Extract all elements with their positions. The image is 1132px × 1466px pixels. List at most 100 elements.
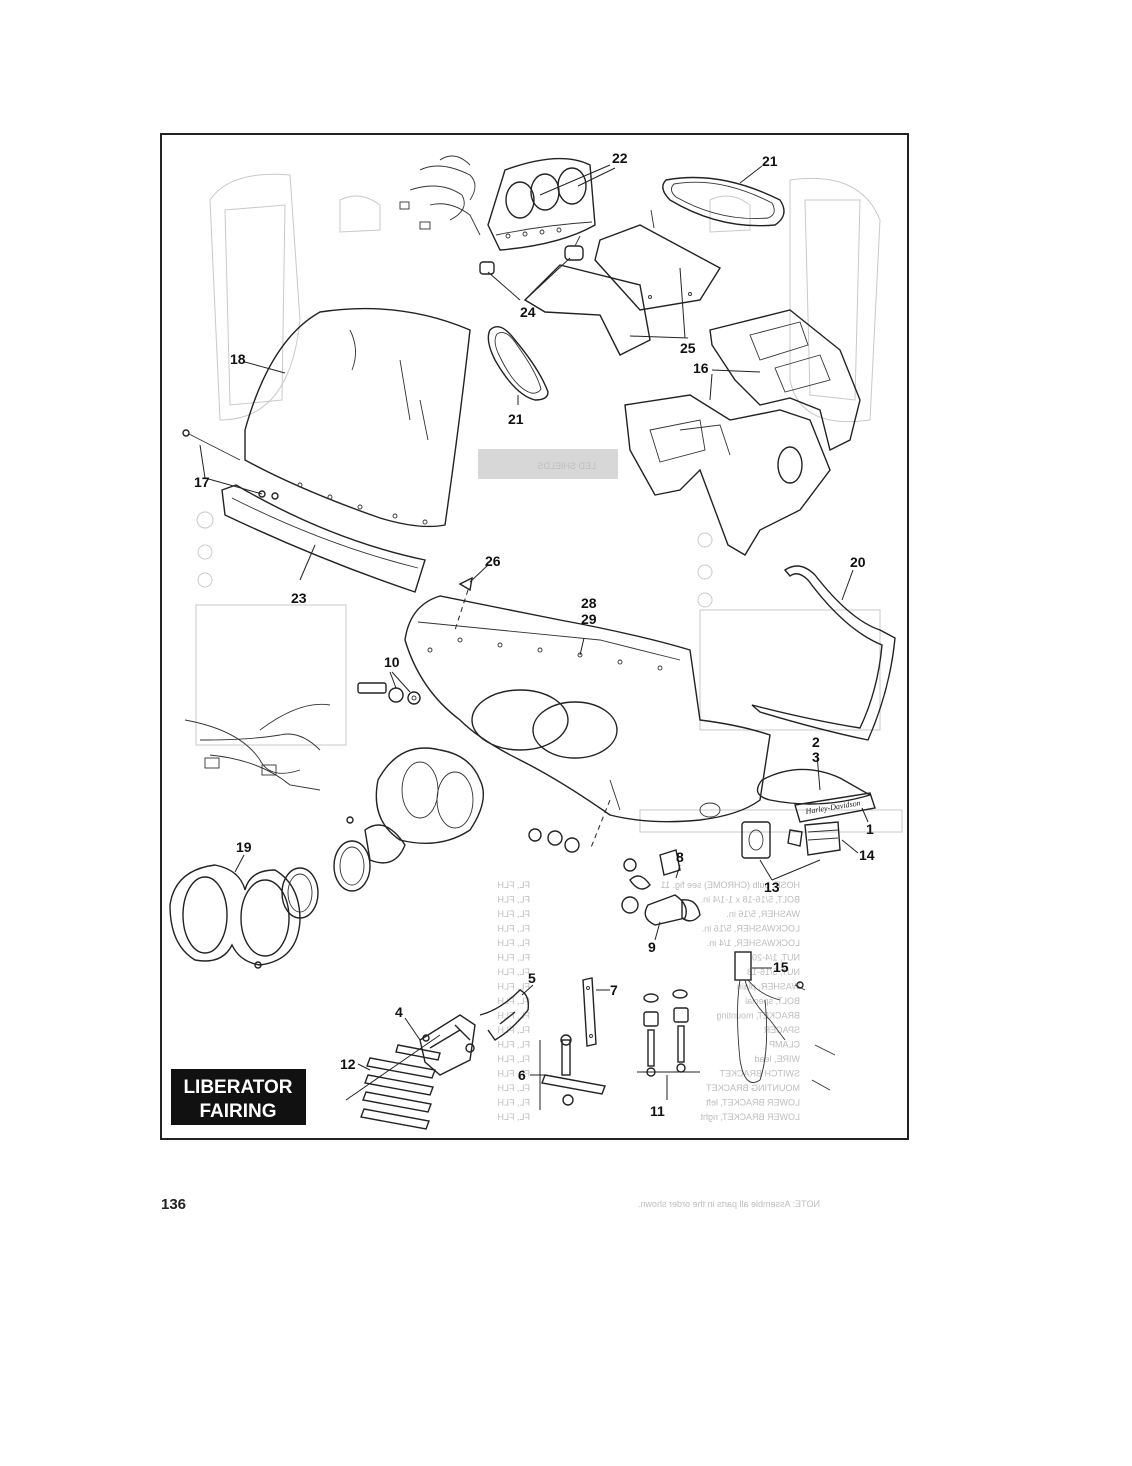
ghost-table-row: WASHER, 5/16 in. (726, 909, 800, 919)
mounting-bracket-part (419, 1014, 476, 1076)
u-bolt-part (479, 989, 530, 1041)
screw-fastener-part (182, 429, 279, 500)
callout-22: 22 (612, 150, 628, 166)
ghost-table-row: WASHER, plain (737, 982, 800, 992)
ghost-table-model: FL, FLH (497, 895, 530, 905)
small-hardware-centre (528, 799, 681, 890)
ghost-table-model: FL, FLH (497, 953, 530, 963)
callout-25: 25 (680, 340, 696, 356)
badge-line-1: LIBERATOR (183, 1077, 292, 1098)
ghost-table-row: NUT, 5/16-18 (747, 967, 800, 977)
ghost-footer-text: NOTE: Assemble all parts in the order sh… (638, 1199, 820, 1209)
ghost-table-model: FL, FLH (497, 1112, 530, 1122)
ghost-table-row: CLAMP (769, 1040, 800, 1050)
ghost-table-model: FL, FLH (497, 1098, 530, 1108)
ghost-table-model: FL, FLH (497, 909, 530, 919)
callout-16: 16 (693, 360, 709, 376)
trim-ring-lower (487, 326, 549, 401)
edge-molding-part (751, 565, 896, 741)
badge-line-2: FAIRING (199, 1101, 276, 1122)
callout-20: 20 (850, 554, 866, 570)
callout-18: 18 (230, 351, 246, 367)
ghost-table-model: FL, FLH (497, 1011, 530, 1021)
ghost-parts-table: HOSE, bulb (CHROME) see fig. 11 FL, FLH BO… (497, 880, 800, 1122)
ghost-table-row: LOWER BRACKET, right (700, 1112, 800, 1122)
callout-13: 13 (764, 879, 780, 895)
headlamp-trim-ring (169, 864, 301, 969)
liberator-fairing-badge: LIBERATOR FAIRING (171, 1069, 306, 1125)
callout-7: 7 (610, 982, 618, 998)
callout-15: 15 (773, 959, 789, 975)
clip-part (454, 576, 473, 631)
switch-clamp-part (621, 894, 701, 926)
ghost-table-model: FL, FLH (497, 996, 530, 1006)
callout-1: 1 (866, 821, 874, 837)
diagram-frame (160, 133, 909, 1140)
wiring-lead-part (734, 951, 836, 1091)
main-fairing-shell (404, 595, 771, 823)
page-number: 136 (161, 1196, 186, 1213)
windshield-part (244, 307, 471, 528)
ghost-table-row: LOCKWASHER, 1/4 in. (707, 938, 800, 948)
bleed-through-background: LED SHIELDS HOSE, bulb (CHROME) see fig.… (195, 173, 903, 1209)
callout-28: 28 (581, 595, 597, 611)
bulb-socket-part (479, 235, 584, 275)
headlamp-housing-part (346, 747, 484, 864)
bolt-plate-part (541, 1034, 606, 1106)
ghost-table-row: SWITCH BRACKET (719, 1069, 800, 1079)
ghost-table-row: BOLT, 5/16-18 x 1-1/4 in. (701, 895, 800, 905)
ghost-table-row: BOLT, special (745, 996, 800, 1006)
leader-lines (199, 164, 869, 1110)
ghost-table-row: BRACKET, mounting (716, 1011, 800, 1021)
callout-29: 29 (581, 611, 597, 627)
callout-8: 8 (676, 849, 684, 865)
callout-6: 6 (518, 1067, 526, 1083)
callout-2: 2 (812, 734, 820, 750)
ghost-table-row: HOSE, bulb (CHROME) see fig. 11 (661, 880, 800, 890)
ghost-table-model: FL, FLH (497, 967, 530, 977)
ghost-table-row: MOUNTING BRACKET (705, 1083, 800, 1093)
ghost-table-row: WIRE, lead (754, 1054, 800, 1064)
callout-5: 5 (528, 970, 536, 986)
ghost-table-model: FL, FLH (497, 1025, 530, 1035)
ghost-table-model: FL, FLH (497, 924, 530, 934)
strap-part (582, 977, 597, 1047)
ghost-header-text: LED SHIELDS (537, 461, 596, 471)
callout-3: 3 (812, 749, 820, 765)
ghost-table-model: FL, FLH (497, 880, 530, 890)
ghost-table-row: LOCKWASHER, 5/16 in. (702, 924, 800, 934)
callout-12: 12 (340, 1056, 356, 1072)
callout-9: 9 (648, 939, 656, 955)
callout-23: 23 (291, 590, 307, 606)
marker-lamp-part (741, 821, 841, 859)
callout-14: 14 (859, 847, 875, 863)
ghost-table-model: FL, FLH (497, 1054, 530, 1064)
spacer-bolt-set (643, 989, 689, 1077)
wiring-harness-top (399, 155, 481, 236)
callout-19: 19 (236, 839, 252, 855)
wiring-harness-left (184, 703, 331, 791)
ghost-table-row: NUT, 1/4-20 (752, 953, 800, 963)
callout-21-upper: 21 (762, 153, 778, 169)
callout-4: 4 (395, 1004, 403, 1020)
trim-ring-upper (650, 176, 785, 229)
inner-fairing-panel (624, 309, 861, 556)
panel-pad-part (523, 224, 721, 356)
callout-24: 24 (520, 304, 536, 320)
ghost-table-model: FL, FLH (497, 938, 530, 948)
sealed-beam-ring (281, 840, 371, 919)
callout-numbers: 22 21 24 25 16 18 21 17 23 26 28 29 20 1… (194, 150, 875, 1119)
callout-26: 26 (485, 553, 501, 569)
instrument-panel-part (487, 157, 596, 251)
ghost-table-row: LOWER BRACKET, left (705, 1098, 800, 1108)
ghost-table-model: FL, FLH (497, 982, 530, 992)
ghost-table-row: SPACER (763, 1025, 800, 1035)
windshield-trim-strip (221, 484, 426, 593)
ghost-table-model: FL, FLH (497, 1069, 530, 1079)
ghost-table-model: FL, FLH (497, 1040, 530, 1050)
callout-17: 17 (194, 474, 210, 490)
callout-11: 11 (650, 1103, 665, 1119)
ghost-table-model: FL, FLH (497, 1083, 530, 1093)
spacer-plate-stack (360, 1044, 441, 1130)
